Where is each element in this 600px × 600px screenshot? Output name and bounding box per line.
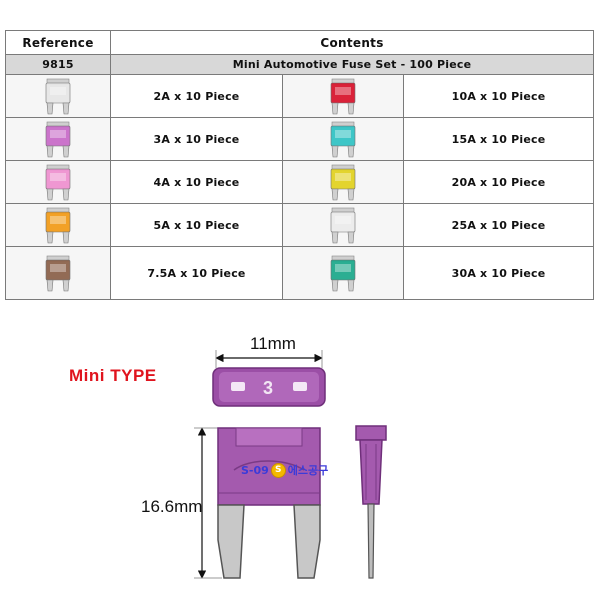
watermark-code: S-09 (241, 463, 269, 477)
fuse-label-2a: 2A x 10 Piece (110, 74, 283, 118)
fuse-label-20a: 20A x 10 Piece (402, 160, 595, 204)
watermark-name: 에스공구 (287, 464, 329, 477)
fuse-label-15a: 15A x 10 Piece (402, 117, 595, 161)
height-dimension-label: 16.6mm (141, 497, 203, 516)
reference-number: 9815 (5, 54, 111, 75)
product-title: Mini Automotive Fuse Set - 100 Piece (109, 54, 595, 75)
fuse-label-10a: 10A x 10 Piece (402, 74, 595, 118)
fuse-side-view (355, 425, 387, 579)
fuse-image-3a (5, 117, 111, 161)
fuse-label-5a: 5A x 10 Piece (110, 203, 283, 247)
fuse-label-7-5a: 7.5A x 10 Piece (110, 246, 283, 300)
fuse-top-view: 3 (212, 367, 326, 407)
watermark: S-09 S 에스공구 (241, 462, 328, 478)
fuse-image-5a (5, 203, 111, 247)
fuse-label-3a: 3A x 10 Piece (110, 117, 283, 161)
fuse-image-7-5a (5, 246, 111, 300)
mini-type-label: Mini TYPE (69, 366, 157, 385)
fuse-image-20a (282, 160, 404, 204)
fuse-image-10a (282, 74, 404, 118)
fuse-label-30a: 30A x 10 Piece (402, 246, 595, 300)
header-reference: Reference (5, 30, 111, 55)
fuse-front-view (217, 427, 321, 579)
fuse-image-2a (5, 74, 111, 118)
fuse-rating-number: 3 (263, 378, 273, 398)
fuse-image-25a (282, 203, 404, 247)
fuse-image-30a (282, 246, 404, 300)
watermark-logo-icon: S (270, 462, 286, 478)
fuse-set-table: Reference Contents 9815 Mini Automotive … (5, 30, 595, 300)
fuse-image-15a (282, 117, 404, 161)
width-dimension-label: 11mm (250, 334, 296, 353)
